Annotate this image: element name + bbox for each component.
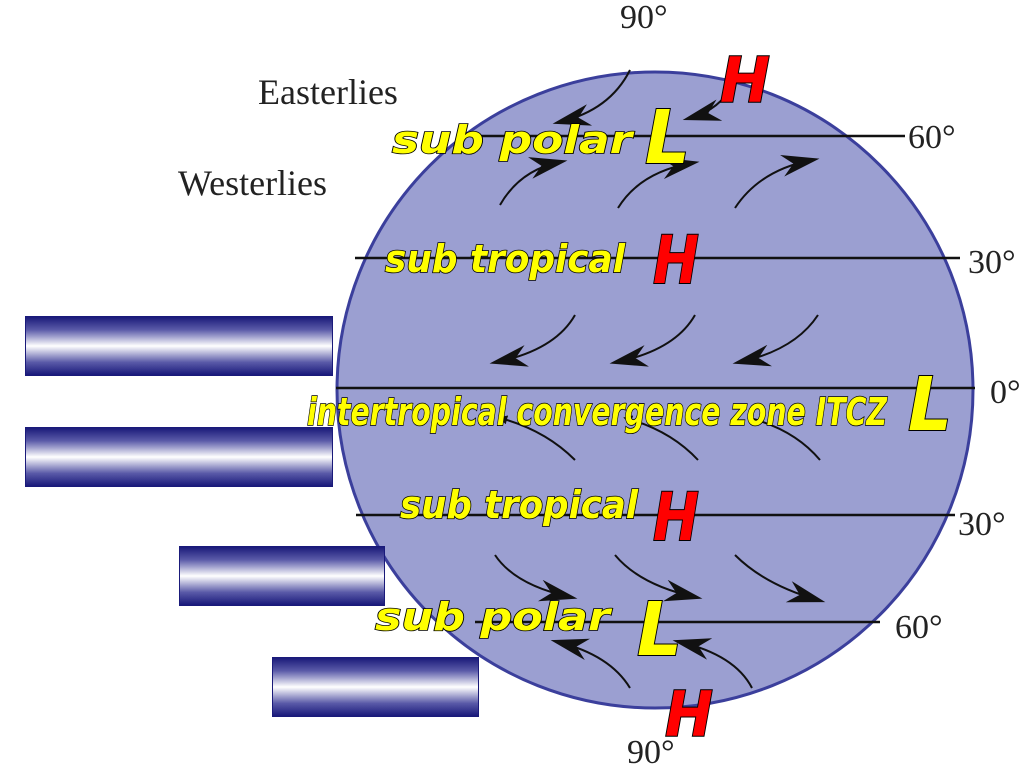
latitude-label-south-60: 60° [895,609,943,646]
answer-box-2[interactable] [25,427,333,487]
pressure-north-sub-tropical: H [653,222,699,299]
latitude-lines [336,134,975,624]
arrow-south-westerly-3 [734,554,826,603]
arrow-south-westerly-1 [494,554,578,602]
zone-name-itcz: intertropical convergence zone ITCZ [307,390,888,434]
latitude-label-north-30: 30° [968,244,1016,281]
globe [335,70,975,710]
arrow-westerly-2 [617,157,700,209]
pressure-south-sub-tropical: H [653,479,699,556]
label-easterlies: Easterlies [258,72,398,112]
arrow-polar-easterly-2 [682,81,736,121]
answer-box-1[interactable] [25,316,333,376]
label-westerlies: Westerlies [178,163,327,203]
latitude-label-equator: 0° [990,374,1021,411]
arrow-south-polar-easterly-1 [550,638,631,689]
zone-name-north-sub-polar: sub polar [392,118,635,162]
arrow-south-westerly-2 [614,554,703,602]
arrow-westerly-1 [499,157,568,206]
arrow-trade-south-2 [623,415,699,461]
pressure-south-sub-polar: L [637,587,682,673]
arrow-trade-north-3 [732,314,819,367]
latitude-label-north-90: 90° [620,0,668,36]
arrow-polar-easterly-1 [552,69,631,126]
wind-arrows [489,69,826,689]
answer-box-3[interactable] [179,546,385,606]
latitude-label-south-30: 30° [958,506,1006,543]
arrow-westerly-3 [734,154,820,209]
arrow-trade-north-1 [489,314,576,367]
answer-box-4[interactable] [272,657,479,717]
zone-name-south-sub-tropical: sub tropical [400,483,639,527]
latitude-label-north-60: 60° [908,119,956,156]
arrow-trade-south-1 [498,415,576,461]
arrow-trade-south-3 [749,417,821,461]
latitude-label-south-90: 90° [627,734,675,768]
zone-name-south-sub-polar: sub polar [375,595,613,639]
pressure-itcz: L [908,362,952,448]
zone-name-north-sub-tropical: sub tropical [385,237,626,281]
arrow-trade-north-2 [609,314,696,367]
pressure-south-polar-high: H [665,678,713,751]
arrow-south-polar-easterly-2 [672,638,753,689]
pressure-north-sub-polar: L [645,95,690,181]
pressure-north-polar-high: H [720,44,770,117]
